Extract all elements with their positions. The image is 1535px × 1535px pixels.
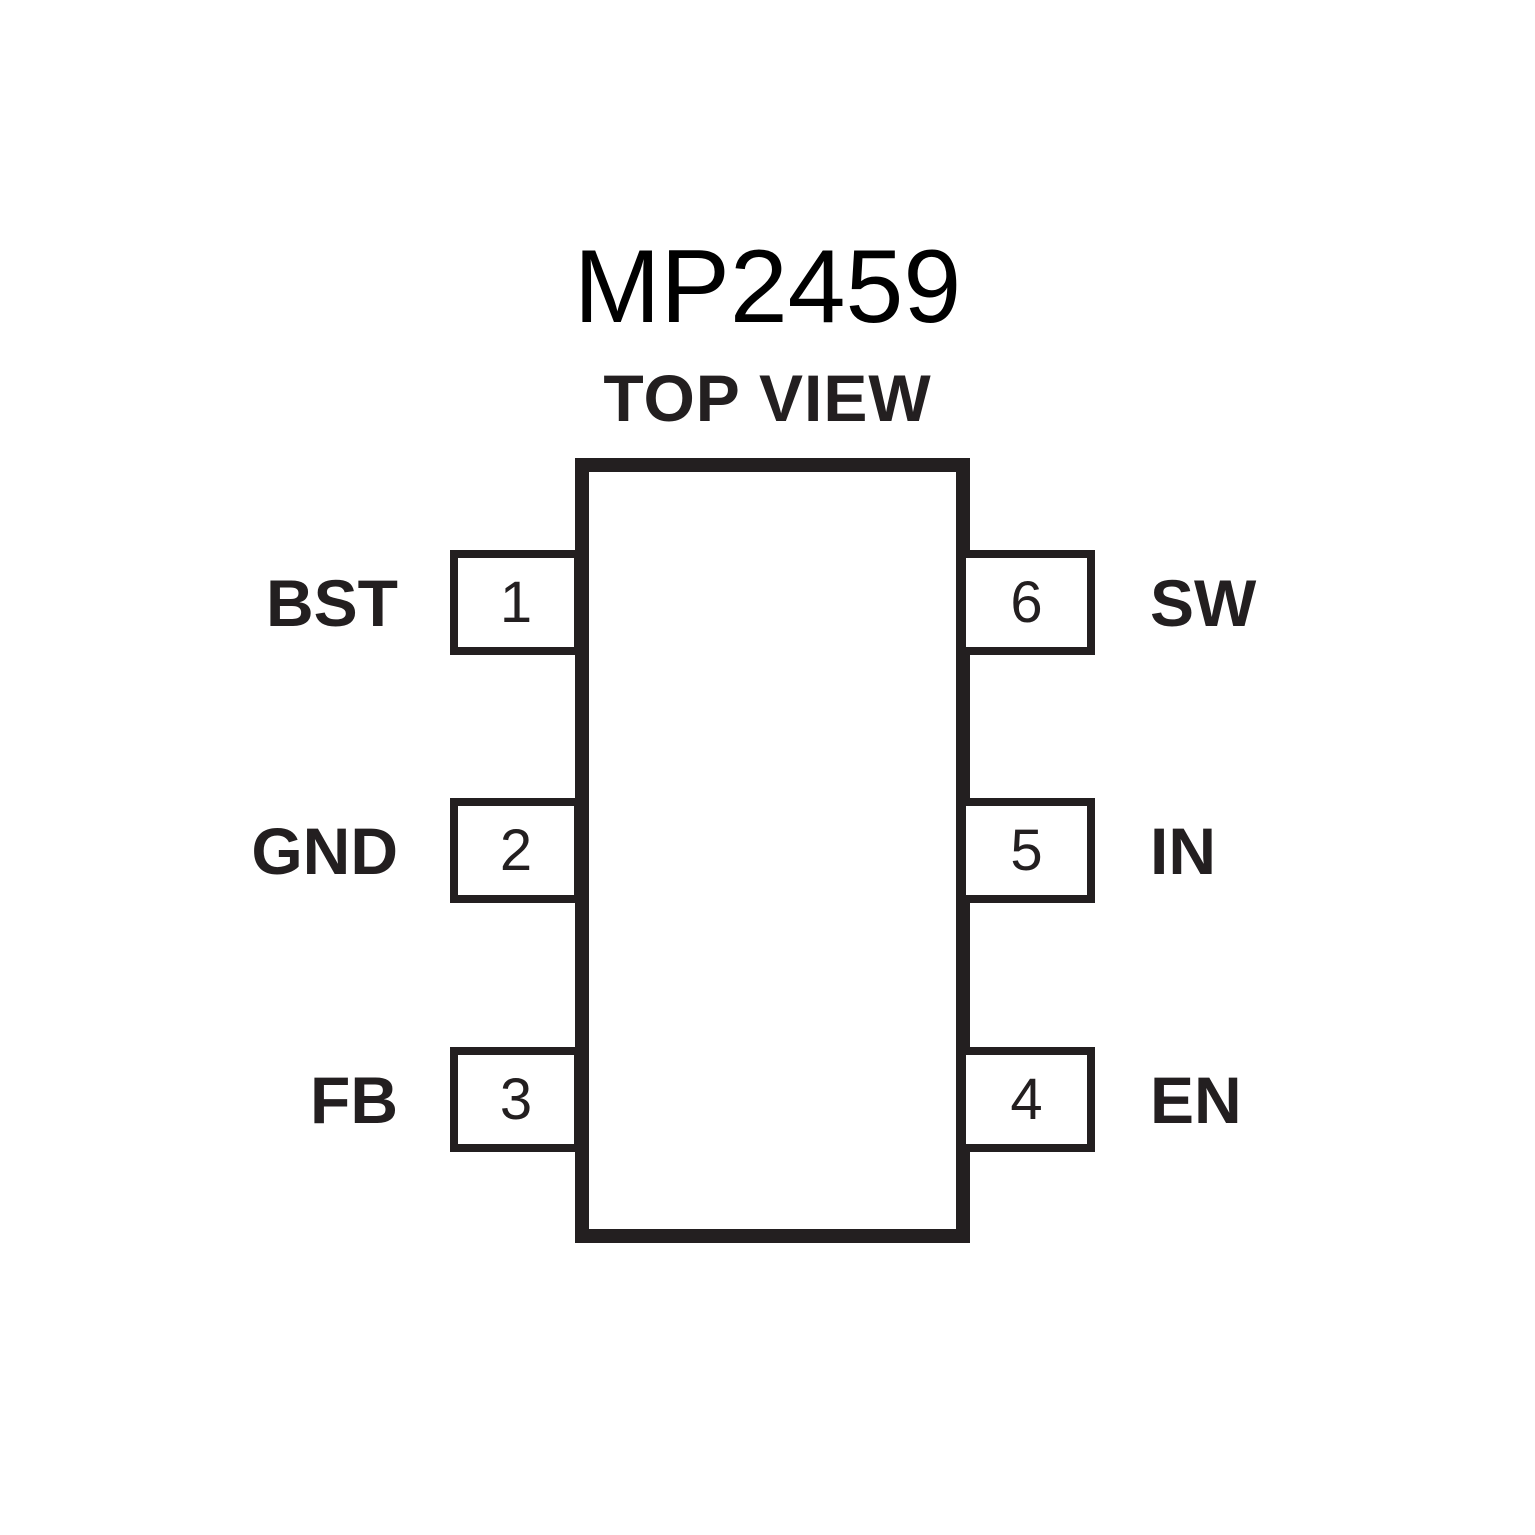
pin-label-fb: FB <box>310 1062 398 1137</box>
pin-number-3: 3 <box>499 1067 533 1132</box>
pin-label-en: EN <box>1150 1062 1242 1137</box>
pin-number-1: 1 <box>499 570 533 635</box>
pin-label-gnd: GND <box>251 813 398 888</box>
pin-box-5: 5 <box>958 798 1095 903</box>
pin-box-3: 3 <box>450 1047 582 1152</box>
pin-label-bst: BST <box>266 565 398 640</box>
chip-title: MP2459 <box>573 229 962 345</box>
pin-number-2: 2 <box>499 818 533 883</box>
pin-number-4: 4 <box>1010 1067 1043 1132</box>
chip-body <box>575 458 970 1243</box>
view-label: TOP VIEW <box>603 361 932 435</box>
pin-box-6: 6 <box>958 550 1095 655</box>
pin-number-6: 6 <box>1010 570 1043 635</box>
pin-box-1: 1 <box>450 550 582 655</box>
pin-box-4: 4 <box>958 1047 1095 1152</box>
pin-box-2: 2 <box>450 798 582 903</box>
pin-label-sw: SW <box>1150 565 1257 640</box>
pin-number-5: 5 <box>1010 818 1043 883</box>
pin-label-in: IN <box>1150 813 1216 888</box>
